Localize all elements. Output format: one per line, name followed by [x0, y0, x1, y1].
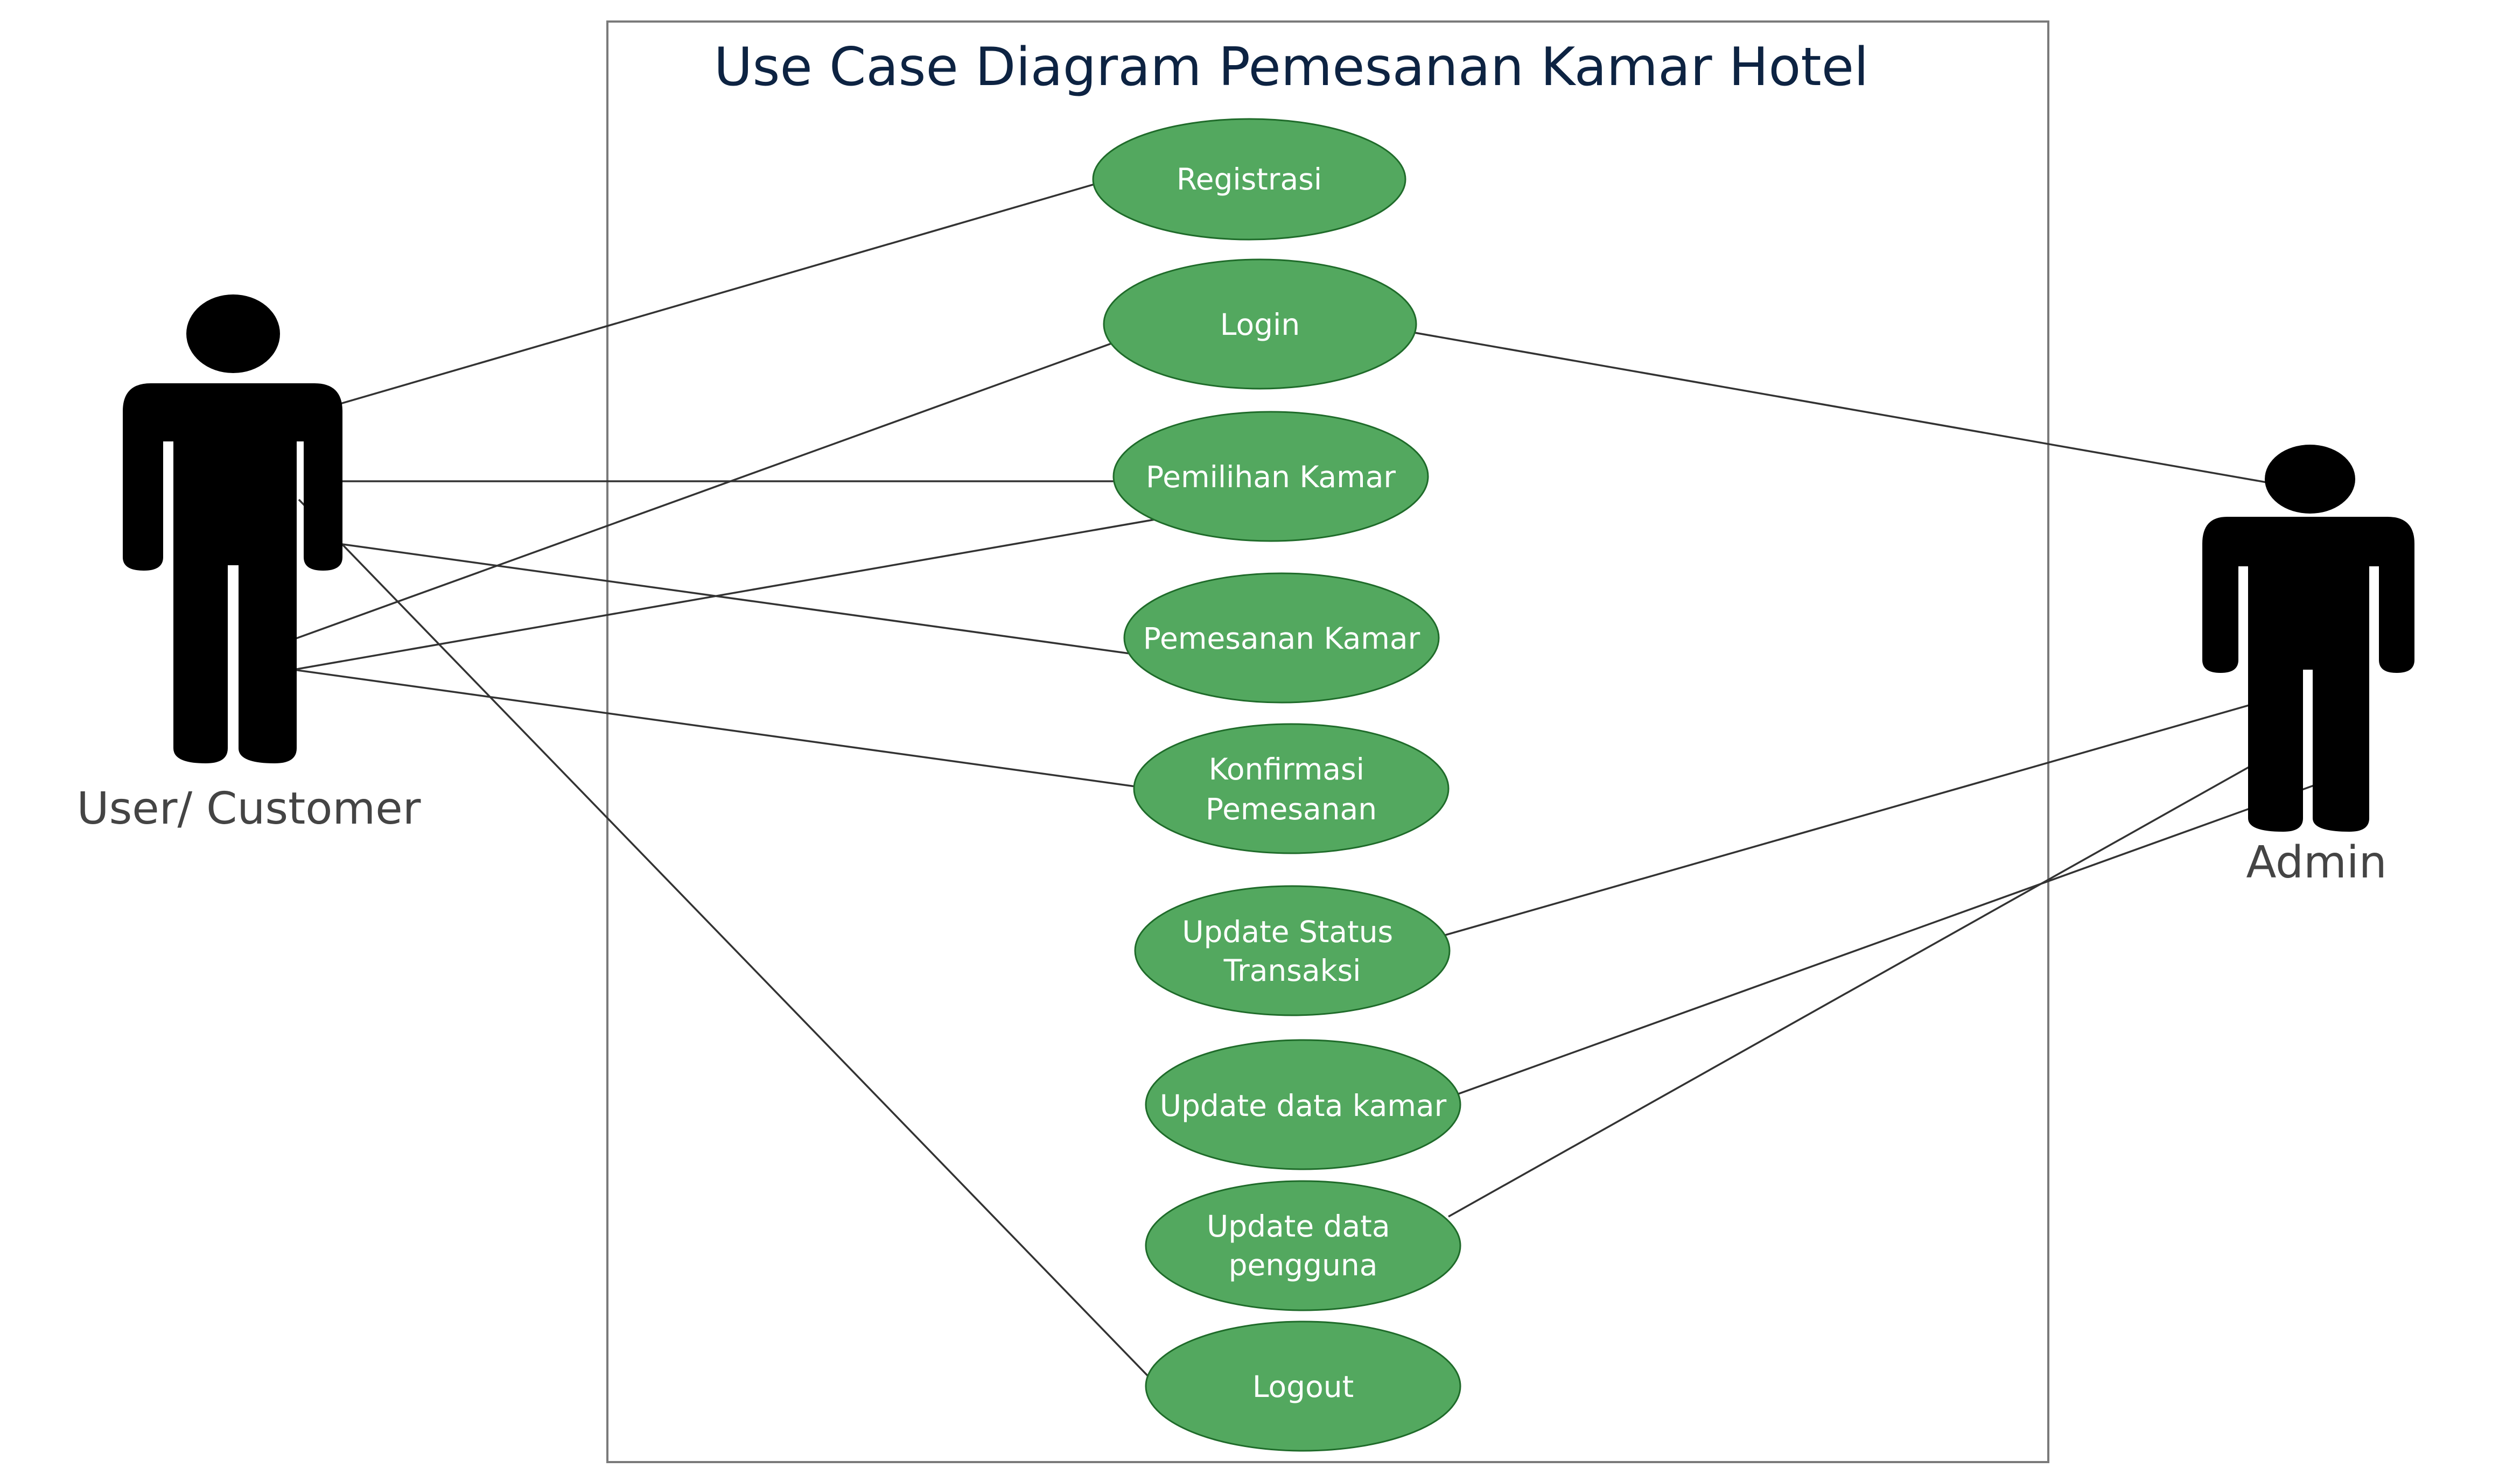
- use-case-update-data-pengguna: Update data pengguna: [1145, 1180, 1461, 1311]
- use-case-update-data-kamar: Update data kamar: [1145, 1039, 1461, 1170]
- use-case-pemesanan-kamar-label: Pemesanan Kamar: [1143, 621, 1420, 656]
- use-case-konfirmasi-pemesanan-label: Konfirmasi Pemesanan: [1206, 752, 1377, 826]
- use-case-registrasi-label: Registrasi: [1177, 162, 1322, 196]
- use-case-pemilihan-kamar-label: Pemilihan Kamar: [1146, 460, 1396, 494]
- use-case-pemilihan-kamar: Pemilihan Kamar: [1112, 411, 1429, 542]
- stick-figure-icon: [123, 294, 342, 763]
- use-case-login-label: Login: [1220, 307, 1300, 342]
- assoc-admin-update-data-kamar: [1453, 784, 2316, 1097]
- use-case-login: Login: [1103, 258, 1417, 390]
- assoc-admin-update-status-transaksi: [1430, 697, 2276, 940]
- assoc-customer-login: [281, 335, 1131, 645]
- assoc-customer-registrasi: [336, 182, 1099, 406]
- use-case-logout-label: Logout: [1252, 1369, 1354, 1404]
- association-lines: [250, 182, 2316, 1390]
- assoc-customer-pemilihan-kamar-2: [250, 518, 1156, 678]
- assoc-customer-konfirmasi-pemesanan: [258, 664, 1147, 789]
- actor-admin: Admin: [2202, 445, 2414, 888]
- actor-admin-label: Admin: [2246, 837, 2386, 888]
- diagram-title: Use Case Diagram Pemesanan Kamar Hotel: [714, 37, 1868, 98]
- actor-customer: User/ Customer: [77, 294, 421, 834]
- stick-figure-icon: [2202, 445, 2414, 832]
- use-case-update-status-transaksi: Update Status Transaksi: [1134, 885, 1451, 1016]
- assoc-admin-update-data-pengguna: [1448, 741, 2294, 1218]
- use-case-pemesanan-kamar: Pemesanan Kamar: [1123, 572, 1440, 704]
- use-case-konfirmasi-pemesanan: Konfirmasi Pemesanan: [1133, 723, 1450, 854]
- actor-customer-label: User/ Customer: [77, 783, 421, 834]
- use-case-registrasi: Registrasi: [1092, 118, 1406, 241]
- use-case-logout: Logout: [1145, 1321, 1461, 1452]
- system-boundary: [606, 20, 2049, 1463]
- assoc-admin-login: [1405, 330, 2270, 484]
- assoc-customer-pemesanan-kamar: [323, 540, 1130, 655]
- use-case-update-status-transaksi-label: Update Status Transaksi: [1182, 915, 1402, 988]
- use-case-update-data-pengguna-label: Update data pengguna: [1207, 1209, 1399, 1282]
- assoc-customer-logout: [298, 498, 1161, 1390]
- use-case-update-data-kamar-label: Update data kamar: [1160, 1088, 1447, 1123]
